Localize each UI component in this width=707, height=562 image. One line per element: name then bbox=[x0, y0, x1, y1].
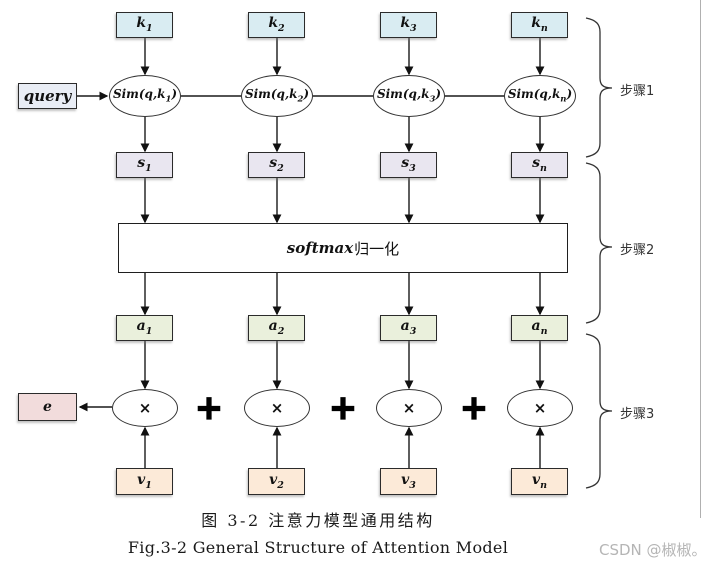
v3-label: v3 bbox=[401, 471, 416, 491]
a2-box: a2 bbox=[248, 315, 305, 341]
sn-box: sn bbox=[511, 152, 568, 178]
s2-label: s2 bbox=[269, 155, 284, 175]
query-label: query bbox=[23, 86, 72, 105]
times3-symbol: × bbox=[402, 399, 416, 417]
s1-box: s1 bbox=[116, 152, 173, 178]
v2-label: v2 bbox=[269, 471, 284, 491]
softmax-label-italic: softmax bbox=[286, 239, 354, 257]
s3-label: s3 bbox=[401, 155, 416, 175]
plus-sign-1: + bbox=[194, 388, 224, 428]
sim1-ellipse: Sim(q,k1) bbox=[109, 75, 181, 117]
times2-ellipse: × bbox=[244, 389, 310, 427]
step1-label: 步骤1 bbox=[620, 84, 655, 99]
times1-ellipse: × bbox=[112, 389, 178, 427]
brace-step2 bbox=[585, 162, 613, 324]
caption-zh: 图 3-2 注意力模型通用结构 bbox=[201, 511, 435, 530]
a1-label: a1 bbox=[136, 318, 153, 338]
k2-label: k2 bbox=[268, 15, 285, 35]
a2-label: a2 bbox=[268, 318, 285, 338]
times3-ellipse: × bbox=[376, 389, 442, 427]
a3-label: a3 bbox=[400, 318, 417, 338]
plus-sign-2: + bbox=[328, 388, 358, 428]
a1-box: a1 bbox=[116, 315, 173, 341]
k2-box: k2 bbox=[248, 12, 305, 38]
an-box: an bbox=[511, 315, 568, 341]
sim1-label: Sim(q,k1) bbox=[112, 87, 178, 105]
e-label: e bbox=[43, 399, 52, 415]
timesn-ellipse: × bbox=[507, 389, 573, 427]
k3-label: k3 bbox=[400, 15, 417, 35]
s2-box: s2 bbox=[248, 152, 305, 178]
sn-label: sn bbox=[532, 155, 547, 175]
sim3-label: Sim(q,k3) bbox=[376, 87, 442, 105]
brace-step3 bbox=[585, 333, 613, 489]
watermark: CSDN @椒椒。 bbox=[599, 541, 707, 559]
sim2-label: Sim(q,k2) bbox=[244, 87, 310, 105]
step3-label: 步骤3 bbox=[620, 407, 655, 422]
k1-box: k1 bbox=[116, 12, 173, 38]
v3-box: v3 bbox=[380, 468, 437, 495]
softmax-label-cn: 归一化 bbox=[354, 239, 400, 258]
k1-label: k1 bbox=[136, 15, 153, 35]
kn-box: kn bbox=[511, 12, 568, 38]
simn-ellipse: Sim(q,kn) bbox=[504, 75, 576, 117]
plus-sign-3: + bbox=[459, 388, 489, 428]
kn-label: kn bbox=[531, 15, 548, 35]
a3-box: a3 bbox=[380, 315, 437, 341]
e-box: e bbox=[18, 393, 77, 421]
brace-step1 bbox=[585, 17, 613, 158]
vn-label: vn bbox=[531, 471, 548, 491]
simn-label: Sim(q,kn) bbox=[507, 87, 573, 105]
caption-en: Fig.3-2 General Structure of Attention M… bbox=[127, 538, 509, 557]
page-edge-line bbox=[700, 0, 701, 518]
k3-box: k3 bbox=[380, 12, 437, 38]
v1-label: v1 bbox=[137, 471, 152, 491]
an-label: an bbox=[531, 318, 548, 338]
times1-symbol: × bbox=[138, 399, 152, 417]
s1-label: s1 bbox=[137, 155, 152, 175]
query-box: query bbox=[18, 83, 77, 109]
sim3-ellipse: Sim(q,k3) bbox=[373, 75, 445, 117]
timesn-symbol: × bbox=[533, 399, 547, 417]
v2-box: v2 bbox=[248, 468, 305, 495]
v1-box: v1 bbox=[116, 468, 173, 495]
times2-symbol: × bbox=[270, 399, 284, 417]
sim2-ellipse: Sim(q,k2) bbox=[241, 75, 313, 117]
vn-box: vn bbox=[511, 468, 568, 495]
s3-box: s3 bbox=[380, 152, 437, 178]
step2-label: 步骤2 bbox=[620, 243, 655, 258]
